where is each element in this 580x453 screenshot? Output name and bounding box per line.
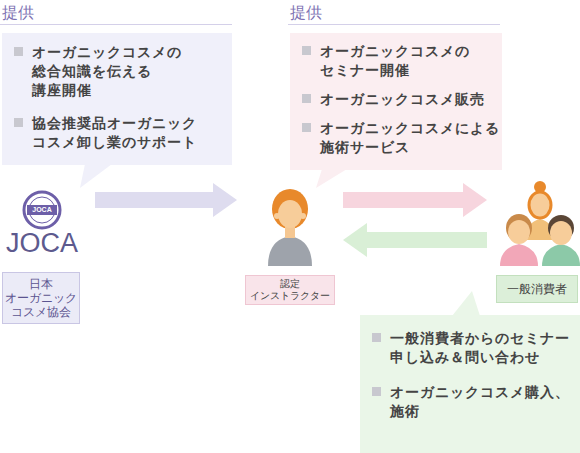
label-box: 認定 インストラクター xyxy=(245,275,335,305)
callout-box: 提供オーガニックコスメの セミナー開催オーガニックコスメ販売オーガニックコスメに… xyxy=(290,33,502,170)
person-ear xyxy=(300,213,306,219)
bullet-square xyxy=(372,387,381,396)
callout-tail xyxy=(452,291,480,316)
item-text: オーガニックコスメによる 施術サービス xyxy=(320,119,502,157)
person-body xyxy=(542,244,580,266)
callout-box: 提供オーガニックコスメの 総合知識を伝える 講座開催協会推奨品オーガニック コス… xyxy=(2,33,232,165)
flow-arrow xyxy=(343,223,487,257)
bullet-item: オーガニックコスメの セミナー開催 xyxy=(290,42,502,80)
person-body xyxy=(500,244,538,266)
bullet-item: 協会推奨品オーガニック コスメ卸し業のサポート xyxy=(2,114,232,152)
bullet-item: 一般消費者からのセミナー 申し込み＆問い合わせ xyxy=(360,329,580,367)
logo-band xyxy=(27,205,57,215)
entity-label: 日本 オーガニック コスメ協会 xyxy=(3,277,79,319)
label-box: 一般消費者 xyxy=(496,275,578,303)
bullet-square xyxy=(14,47,23,56)
person-face xyxy=(278,200,302,228)
item-text: オーガニックコスメ購入、 施術 xyxy=(390,383,575,421)
callout-box: 一般消費者からのセミナー 申し込み＆問い合わせオーガニックコスメ購入、 施術 xyxy=(360,315,580,453)
item-text: 一般消費者からのセミナー 申し込み＆問い合わせ xyxy=(390,329,575,367)
bullet-square xyxy=(14,118,23,127)
entity-node: 一般消費者 xyxy=(490,180,580,305)
entity-label: 認定 インストラクター xyxy=(246,278,334,302)
flow-arrow xyxy=(343,183,487,217)
bullet-item: オーガニックコスメの 総合知識を伝える 講座開催 xyxy=(2,43,232,100)
bullet-item: オーガニックコスメによる 施術サービス xyxy=(290,119,502,157)
person-face xyxy=(550,221,572,245)
section-heading: 提供 xyxy=(288,2,500,25)
entity-node: 認定 インストラクター xyxy=(240,180,340,308)
logo-ring xyxy=(24,192,60,228)
item-text: 協会推奨品オーガニック コスメ卸し業のサポート xyxy=(32,114,207,152)
bullet-square xyxy=(302,94,311,103)
entity-node: JOCA 日本 オーガニック コスメ協会 xyxy=(0,180,92,328)
section-heading: 提供 xyxy=(0,2,232,25)
person-ear xyxy=(274,213,280,219)
label-box: 日本 オーガニック コスメ協会 xyxy=(2,272,80,324)
person-hair xyxy=(272,189,308,229)
logo-text: JOCA xyxy=(27,205,57,215)
bullet-square xyxy=(372,333,381,342)
bullet-item: オーガニックコスメ販売 xyxy=(290,90,502,109)
item-text: オーガニックコスメの セミナー開催 xyxy=(320,42,502,80)
callout-tail xyxy=(80,164,112,188)
bullet-item: オーガニックコスメ購入、 施術 xyxy=(360,383,580,421)
callout-tail xyxy=(316,169,347,188)
entity-heading: JOCA xyxy=(0,228,84,258)
bullet-square xyxy=(302,123,311,132)
item-text: オーガニックコスメの 総合知識を伝える 講座開催 xyxy=(32,43,207,100)
person-face xyxy=(508,220,530,244)
entity-label: 一般消費者 xyxy=(507,282,567,296)
flow-arrow xyxy=(95,183,237,217)
bullet-square xyxy=(302,46,311,55)
person-body xyxy=(268,236,312,266)
person-face xyxy=(529,192,551,218)
item-text: オーガニックコスメ販売 xyxy=(320,90,502,109)
